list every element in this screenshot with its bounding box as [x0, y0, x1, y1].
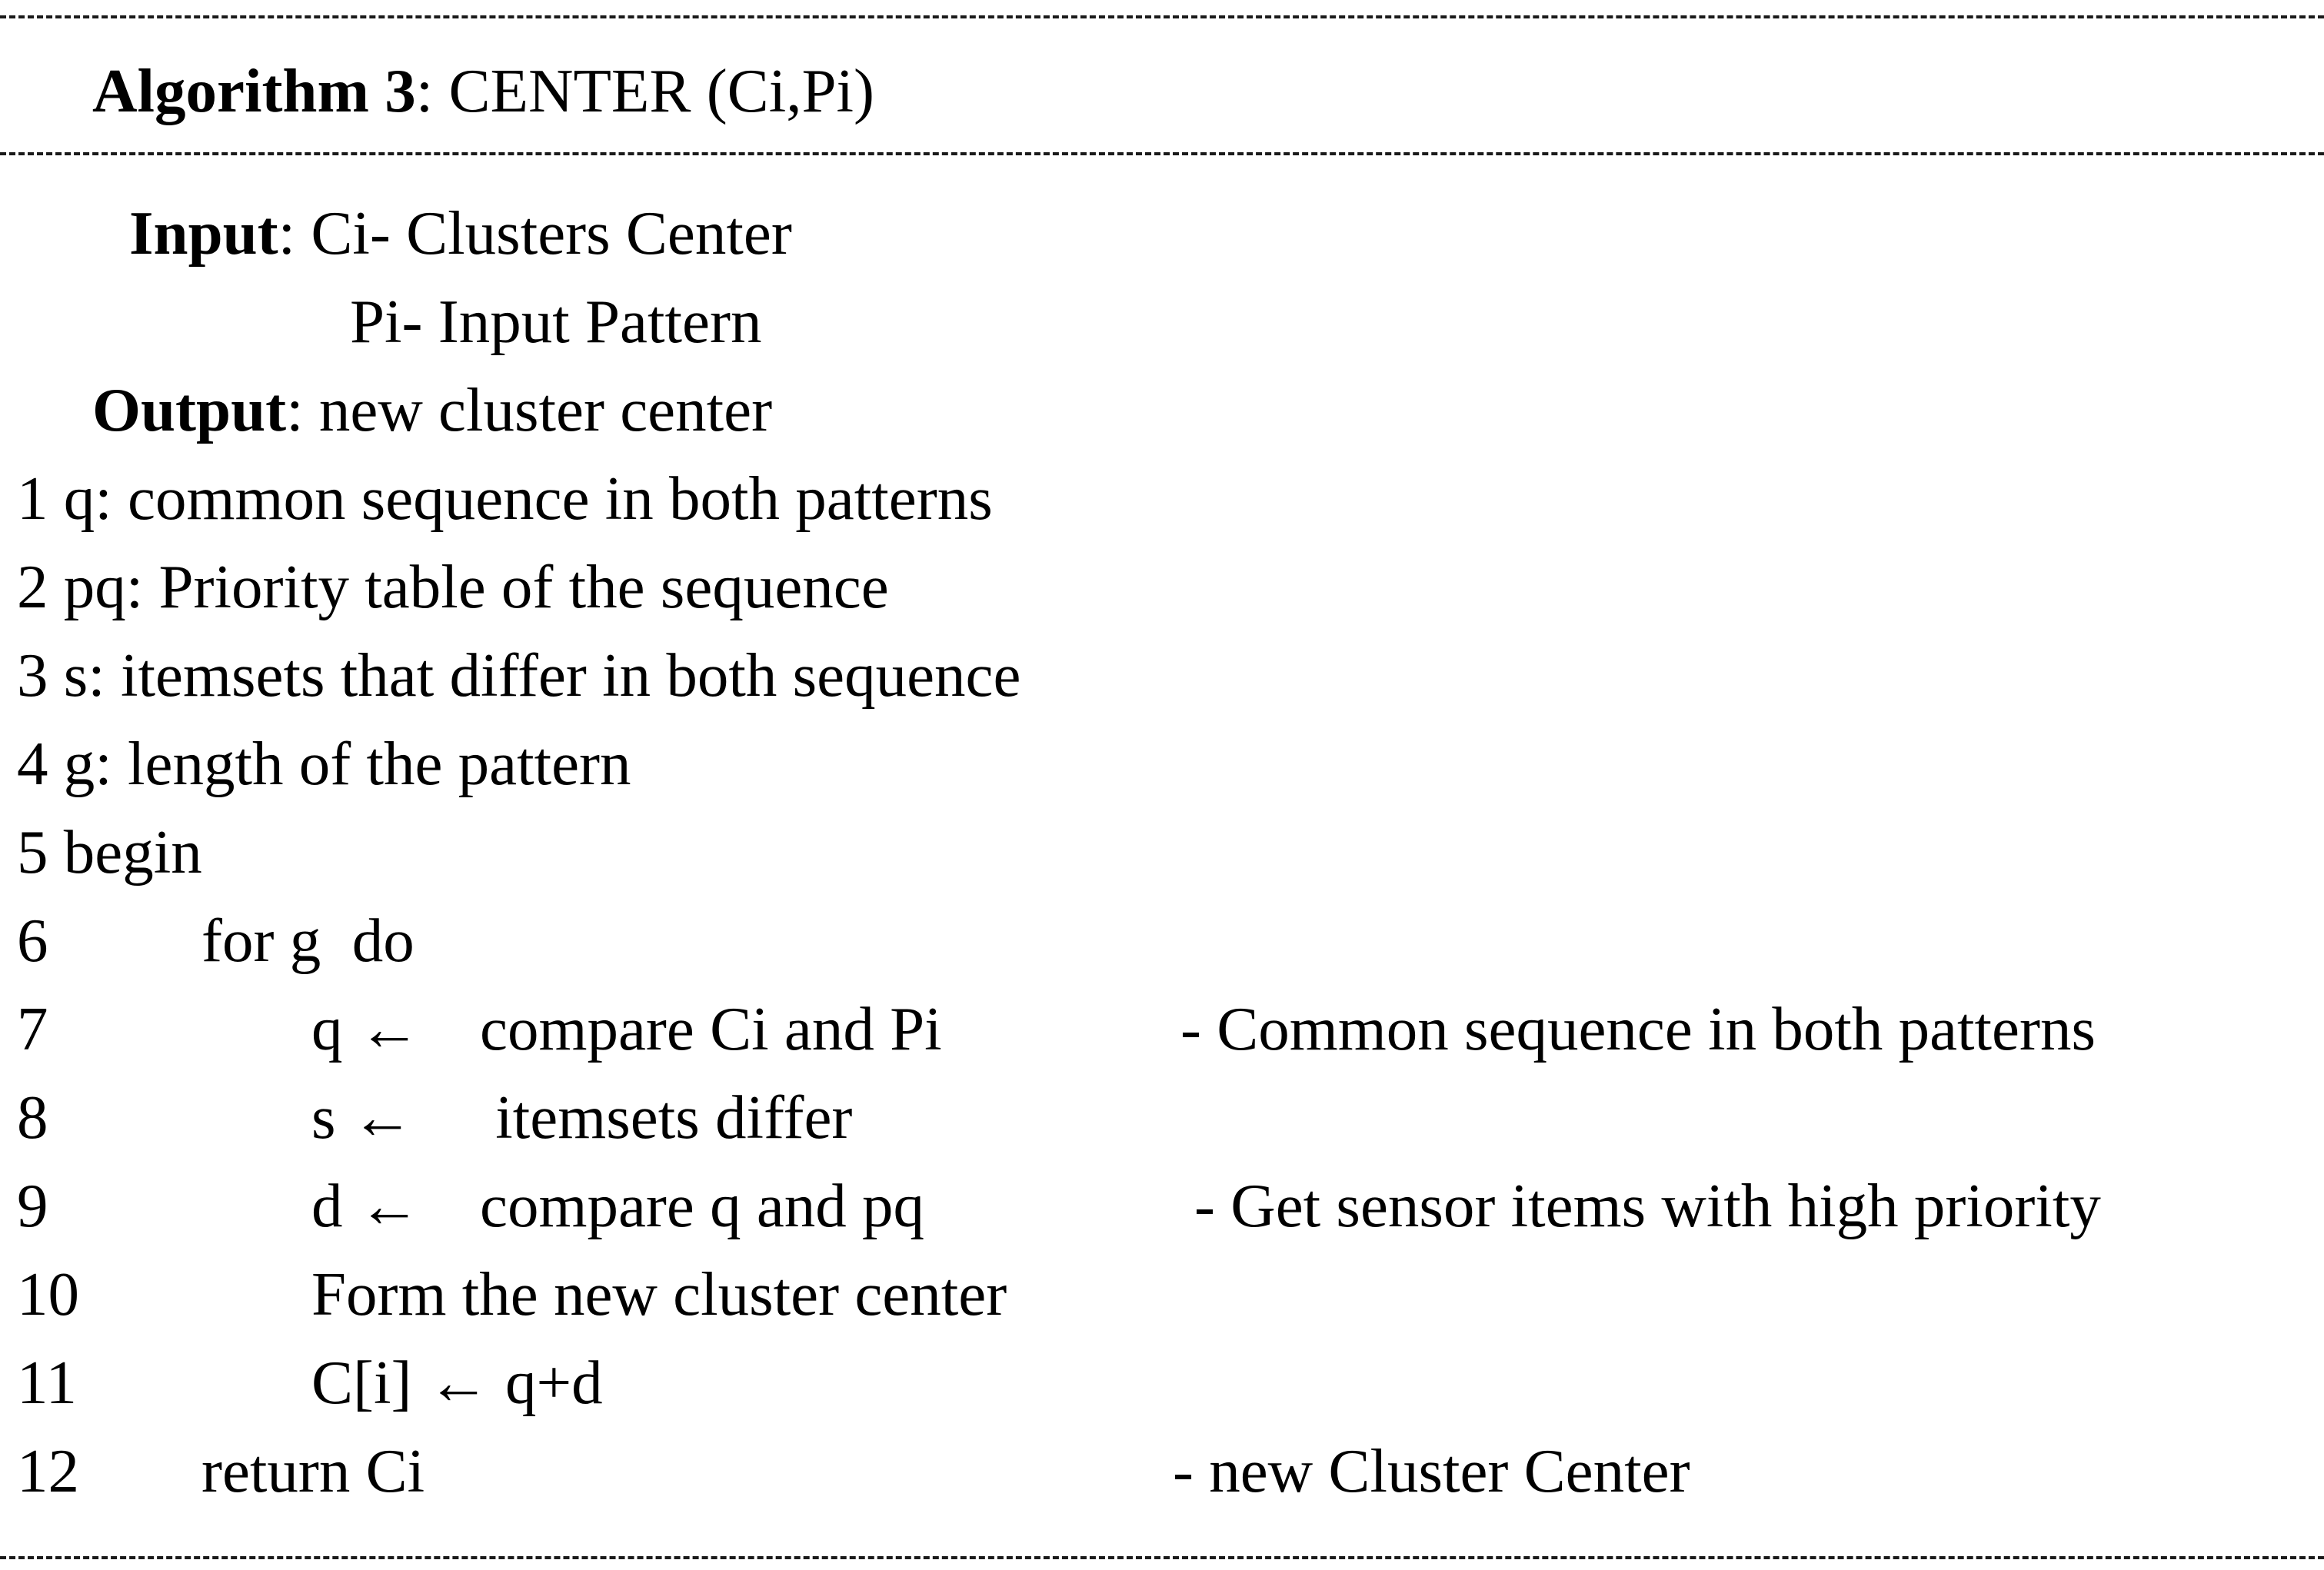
line-comment-12: - new Cluster Center: [1173, 1436, 1690, 1505]
output-label: Output: [92, 375, 287, 444]
line-text-12: return Ci: [201, 1436, 425, 1505]
code-line-4: 4 g: length of the pattern: [17, 733, 631, 795]
line-number-11: 11: [17, 1348, 77, 1417]
line-number: 2: [17, 552, 48, 621]
line-var-9: d ←: [311, 1171, 421, 1240]
line-expr-7: compare Ci and Pi: [480, 994, 942, 1063]
line-number: 3: [17, 640, 48, 710]
line-number-9: 9: [17, 1171, 48, 1240]
algorithm-title-signature: : CENTER (Ci,Pi): [415, 56, 874, 125]
line-text-10: Form the new cluster center: [311, 1259, 1007, 1329]
line-text: begin: [63, 817, 202, 886]
header-dashed-rule: [0, 152, 2324, 155]
line-text: s: itemsets that differ in both sequence: [63, 640, 1021, 710]
input-line-2: Pi- Input Pattern: [350, 287, 762, 356]
code-line-5: 5 begin: [17, 821, 202, 883]
line-comment-7: - Common sequence in both patterns: [1180, 994, 2096, 1063]
line-comment-9: - Get sensor items with high priority: [1194, 1171, 2101, 1240]
line-text: pq: Priority table of the sequence: [63, 552, 889, 621]
input-spec: Input: Ci- Clusters Center: [129, 202, 792, 264]
line-number: 4: [17, 729, 48, 798]
line-number-7: 7: [17, 994, 48, 1063]
line-expr-9: compare q and pq: [480, 1171, 925, 1240]
line-number-8: 8: [17, 1083, 48, 1152]
line-number: 1: [17, 464, 48, 533]
line-text: q: common sequence in both patterns: [63, 464, 993, 533]
output-spec: Output: new cluster center: [92, 379, 772, 441]
line-expr-8: itemsets differ: [480, 1083, 853, 1152]
line-var-7: q ←: [311, 994, 421, 1063]
line-number: 5: [17, 817, 48, 886]
code-line-2: 2 pq: Priority table of the sequence: [17, 556, 889, 618]
line-number-6: 6: [17, 906, 48, 975]
algorithm-title: Algorithm 3: CENTER (Ci,Pi): [92, 60, 874, 122]
line-text-11: C[i] ← q+d: [311, 1348, 603, 1417]
code-line-3: 3 s: itemsets that differ in both sequen…: [17, 644, 1020, 707]
input-label: Input: [129, 198, 278, 268]
line-number-12: 12: [17, 1436, 79, 1505]
input-line-1: : Ci- Clusters Center: [278, 198, 792, 268]
line-text-6: for g do: [201, 906, 415, 975]
output-text: : new cluster center: [286, 375, 773, 444]
top-dashed-rule: [0, 15, 2324, 18]
bottom-dashed-rule: [0, 1556, 2324, 1559]
line-text: g: length of the pattern: [63, 729, 631, 798]
code-line-1: 1 q: common sequence in both patterns: [17, 467, 993, 530]
line-var-8: s ←: [311, 1083, 414, 1152]
algorithm-title-bold: Algorithm 3: [92, 56, 416, 125]
line-number-10: 10: [17, 1259, 79, 1329]
